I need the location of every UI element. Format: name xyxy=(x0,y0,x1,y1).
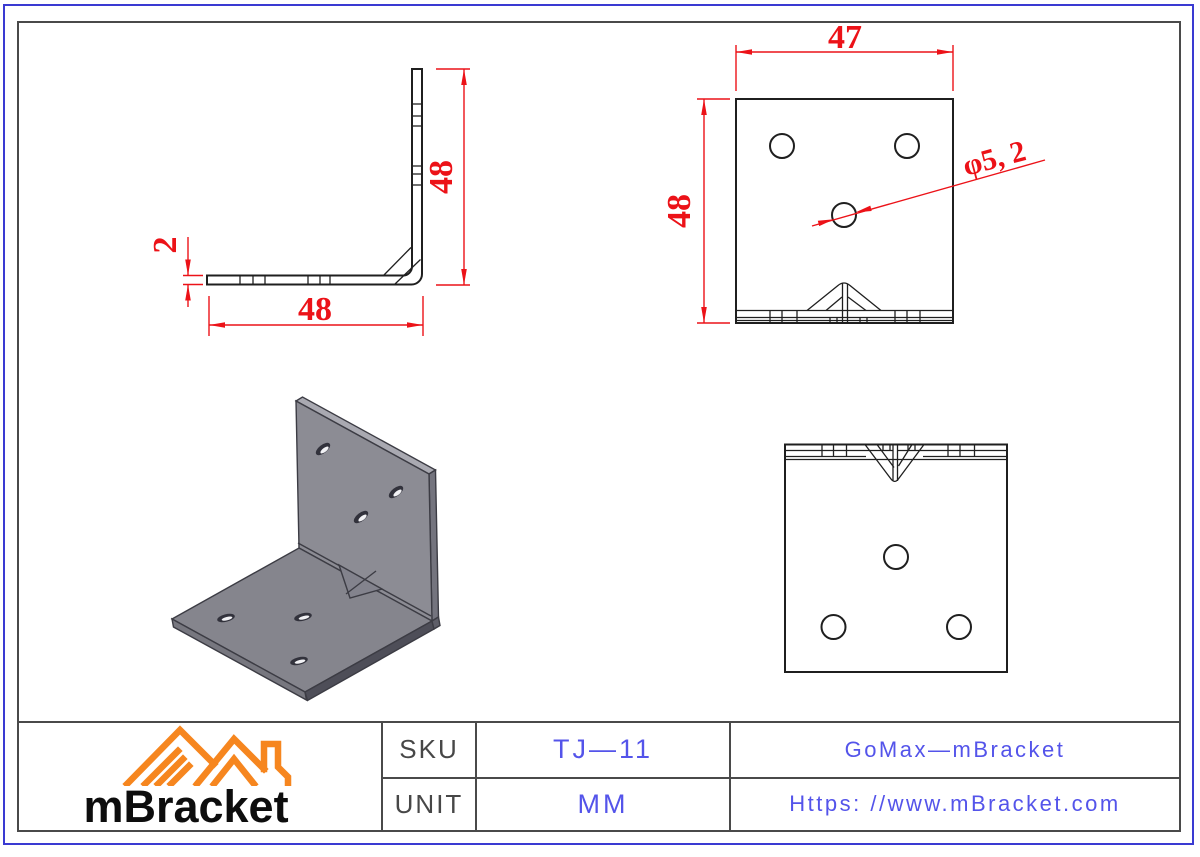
side-dim-height-text: 48 xyxy=(423,160,460,194)
website-cell: Https: //www.mBracket.com xyxy=(729,776,1179,830)
bottom-view xyxy=(784,443,1008,673)
brand-info: GoMax—mBracket xyxy=(844,736,1066,762)
unit-label: UNIT xyxy=(394,788,464,819)
side-view-outline xyxy=(206,68,423,286)
front-view-holes xyxy=(769,133,920,228)
drawing-area: 48 48 2 xyxy=(147,19,1046,702)
side-view-rib-lines xyxy=(382,247,421,285)
front-hole-diameter-text: φ5, 2 xyxy=(959,134,1029,182)
front-hole-diameter-leader: φ5, 2 xyxy=(811,134,1046,227)
logo-cell: mBracket xyxy=(19,723,381,830)
website-url: Https: //www.mBracket.com xyxy=(789,791,1121,817)
front-view: 47 48 φ5, 2 xyxy=(661,19,1046,324)
side-view-hole-ticks xyxy=(239,103,422,285)
sku-label-cell: SKU xyxy=(381,723,475,777)
side-dim-width: 48 xyxy=(208,291,424,336)
brand-info-cell: GoMax—mBracket xyxy=(729,723,1179,777)
front-dim-width-text: 47 xyxy=(828,19,862,56)
iso-corner-edge xyxy=(431,615,441,631)
unit-value: MM xyxy=(577,788,629,819)
side-dim-height: 48 xyxy=(423,68,470,286)
bottom-view-top-band xyxy=(785,444,1007,461)
iso-view xyxy=(170,396,441,702)
sku-value-cell: TJ—11 xyxy=(475,723,729,777)
unit-label-cell: UNIT xyxy=(381,776,475,830)
front-view-rib xyxy=(806,282,882,323)
bottom-view-plate xyxy=(784,443,1008,673)
iso-holes-bottom-plate xyxy=(217,612,312,666)
bottom-view-rib xyxy=(864,444,925,483)
side-dim-width-text: 48 xyxy=(298,291,332,328)
side-view: 48 48 2 xyxy=(147,68,470,336)
unit-value-cell: MM xyxy=(475,776,729,830)
iso-bottom-left-edge xyxy=(171,617,308,702)
front-view-bottom-band xyxy=(736,309,953,323)
logo-mountains-icon xyxy=(122,725,292,786)
side-dim-thickness-text: 2 xyxy=(147,237,184,254)
front-dim-height: 48 xyxy=(661,98,730,324)
iso-rib xyxy=(337,563,384,599)
bottom-view-holes xyxy=(820,544,972,640)
sku-value: TJ—11 xyxy=(552,734,654,765)
front-dim-height-text: 48 xyxy=(661,194,698,228)
title-block: mBracket SKU TJ—11 GoMax—mBracket UNIT M… xyxy=(17,721,1181,832)
front-view-plate xyxy=(735,98,954,324)
front-dim-width: 47 xyxy=(735,19,954,91)
iso-holes-vertical-plate xyxy=(315,442,404,524)
sheet-outer-border xyxy=(3,4,1194,845)
logo-text: mBracket xyxy=(83,781,289,832)
side-dim-thickness: 2 xyxy=(147,237,203,307)
sku-label: SKU xyxy=(399,734,459,765)
